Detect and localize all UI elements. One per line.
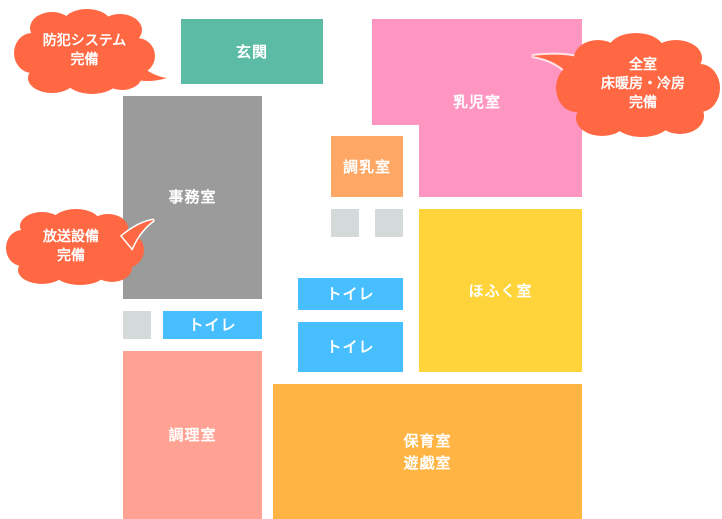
room-label: 保育室 遊戯室 [403,431,452,472]
room-nursery-play: 保育室 遊戯室 [273,384,582,519]
storage-square [331,209,359,237]
callout-text: 全室 床暖房・冷房 完備 [601,56,685,111]
room-toilet-left: トイレ [163,311,262,339]
room-label: 乳児室 [452,92,501,111]
cloud-bubble-icon [531,33,720,137]
room-toilet-mid-2: トイレ [298,322,403,372]
room-kitchen: 調理室 [123,351,262,519]
callout-text: 防犯システム 完備 [42,33,127,68]
room-toilet-mid-1: トイレ [298,278,403,310]
room-crawling: ほふく室 [419,209,582,372]
storage-square [375,209,403,237]
room-office: 事務室 [123,96,262,299]
room-label: 調理室 [168,426,217,444]
room-label: トイレ [188,316,237,334]
cloud-bubble-icon [6,209,155,285]
callout-text: 放送設備 完備 [43,229,99,264]
room-label: 調乳室 [342,157,391,176]
room-label: 事務室 [168,188,217,206]
callout-broadcast: 放送設備 完備 [4,208,156,286]
room-label: トイレ [326,285,375,303]
callout-security: 防犯システム 完備 [12,8,167,94]
storage-square [123,311,151,339]
room-label: トイレ [326,338,375,356]
room-label: 玄関 [235,42,268,61]
callout-heating-cooling: 全室 床暖房・冷房 完備 [528,30,722,138]
room-entrance: 玄関 [181,19,323,84]
cloud-bubble-icon [14,9,167,94]
room-formula: 調乳室 [331,136,403,197]
room-label: ほふく室 [468,281,533,300]
